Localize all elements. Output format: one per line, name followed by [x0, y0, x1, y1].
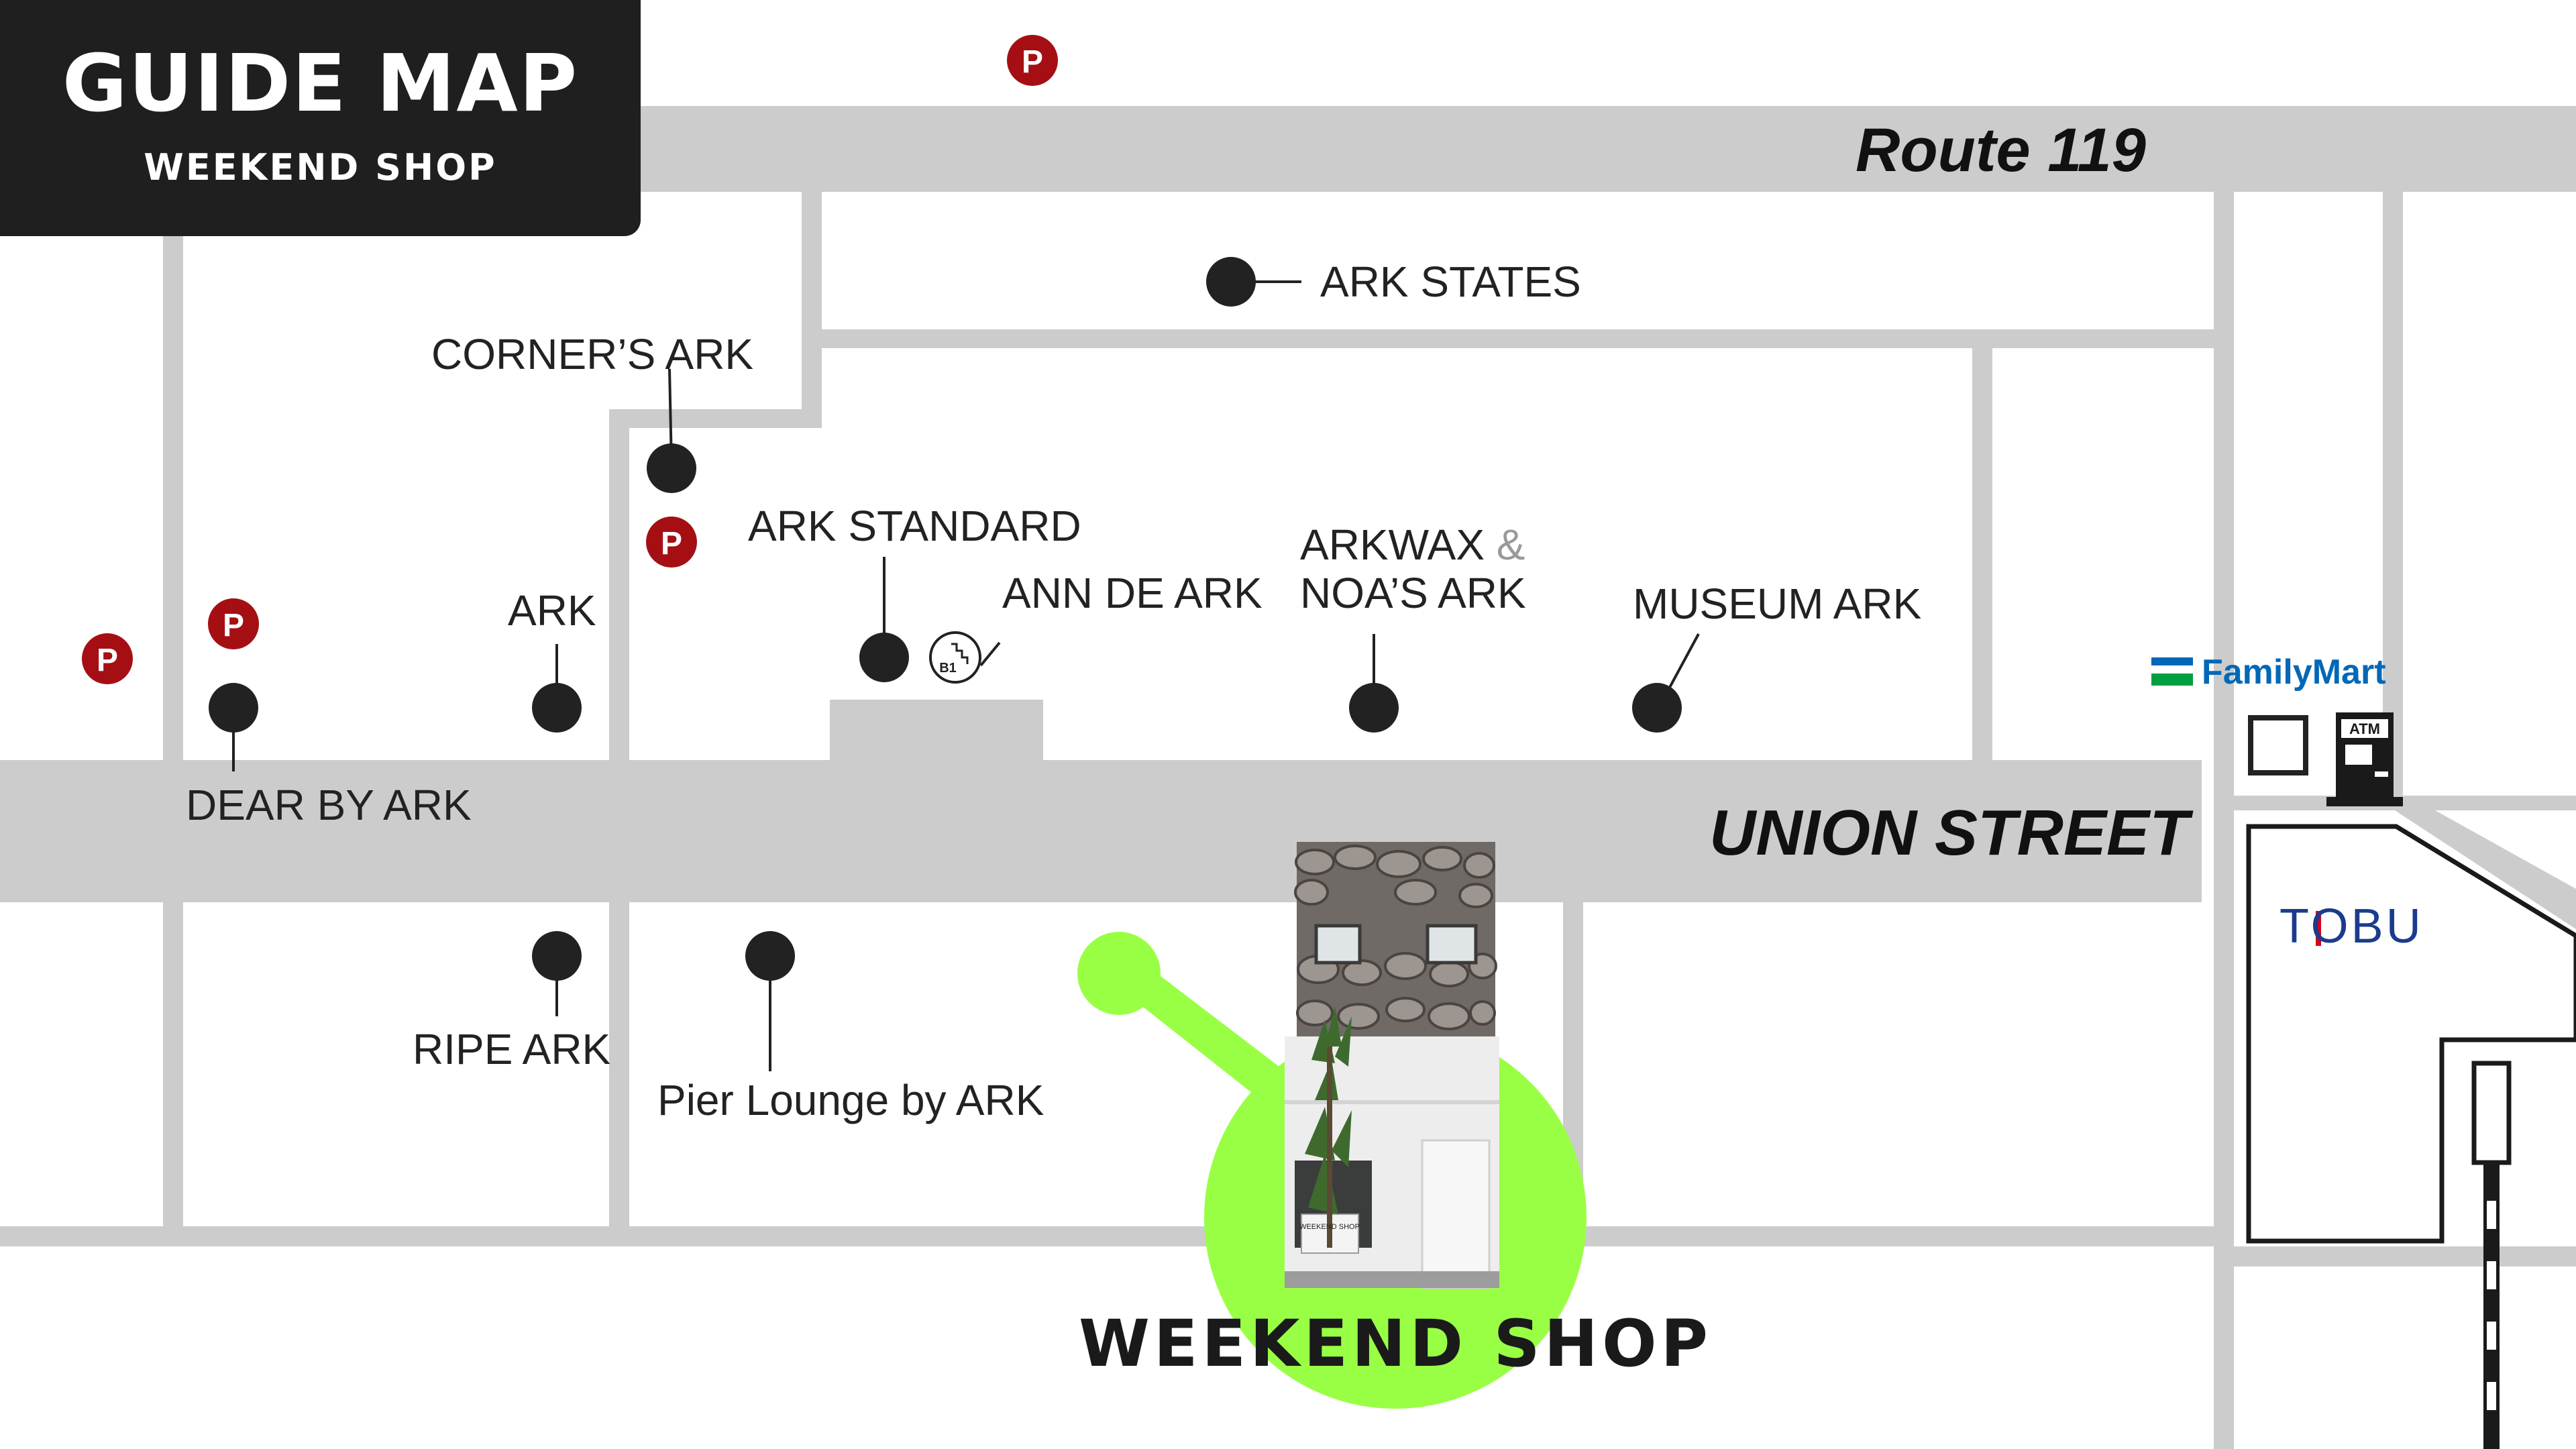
- label-ark-states[interactable]: ARK STATES: [1320, 258, 1581, 306]
- street-center: [1972, 348, 1992, 760]
- svg-text:ATM: ATM: [2349, 720, 2380, 737]
- shop-pin-icon[interactable]: [859, 633, 909, 682]
- shop-photo-sign: WEEKEND SHOP: [1299, 1223, 1360, 1231]
- label-museum-ark[interactable]: MUSEUM ARK: [1633, 580, 1922, 628]
- tobu-o-accent: [2316, 911, 2321, 946]
- label-noas-ark[interactable]: NOA’S ARK: [1300, 569, 1526, 617]
- street-west-2-upper: [802, 192, 822, 428]
- svg-text:B1: B1: [939, 661, 957, 676]
- tobu-diagonal-road: [2395, 810, 2576, 929]
- parking-markers: P P P P: [82, 35, 1058, 684]
- shop-photo: [1285, 842, 1499, 1289]
- label-ampersand: &: [1496, 521, 1525, 569]
- bottom-road: [0, 1226, 2234, 1246]
- railway-icon: [2471, 1061, 2512, 1449]
- parking-icon: P: [208, 598, 259, 649]
- svg-text:P: P: [97, 643, 118, 678]
- parking-icon: P: [646, 517, 697, 568]
- ark-standard-building: [830, 700, 1043, 761]
- familymart-logo-icon: [2151, 657, 2193, 686]
- atm-icon: ATM: [2326, 712, 2403, 806]
- shop-pin-icon[interactable]: [647, 443, 696, 493]
- parking-icon: P: [82, 633, 133, 684]
- familymart-label: FamilyMart: [2202, 653, 2386, 692]
- label-ark-standard[interactable]: ARK STANDARD: [748, 502, 1081, 550]
- label-ann-de-ark[interactable]: ANN DE ARK: [1002, 569, 1263, 617]
- street-east-a: [2214, 192, 2234, 1449]
- shop-pin-icon[interactable]: [532, 683, 582, 733]
- weekend-shop-label[interactable]: WEEKEND SHOP: [1079, 1306, 1712, 1381]
- page-title: GUIDE MAP: [62, 37, 579, 129]
- highlight-small-dot: [1077, 932, 1161, 1015]
- union-street-road: [0, 760, 2202, 902]
- street-west-2: [609, 409, 629, 1246]
- label-arkwax-name: ARKWAX: [1300, 521, 1485, 569]
- shop-pins: [209, 257, 1682, 981]
- label-ark[interactable]: ARK: [508, 586, 596, 635]
- road-network: [0, 106, 2576, 1449]
- route-119-label: Route 119: [1856, 116, 2146, 184]
- street-corner-link: [609, 409, 822, 428]
- guide-map-header: GUIDE MAP WEEKEND SHOP: [0, 0, 641, 236]
- svg-text:P: P: [1022, 44, 1043, 80]
- familymart-building: [2248, 715, 2308, 775]
- svg-text:P: P: [223, 608, 244, 643]
- label-arkwax[interactable]: ARKWAX &: [1300, 523, 1525, 566]
- label-corners-ark[interactable]: CORNER’S ARK: [431, 330, 754, 378]
- street-west-1: [163, 236, 183, 1246]
- street-tobu-top: [2234, 796, 2576, 810]
- parking-icon: P: [1007, 35, 1058, 86]
- highlight-connector: [1134, 976, 1288, 1100]
- street-east-b: [2383, 192, 2403, 796]
- svg-text:P: P: [661, 526, 682, 561]
- label-pier-lounge[interactable]: Pier Lounge by ARK: [657, 1076, 1044, 1124]
- union-street-label: UNION STREET: [1709, 797, 2189, 869]
- shop-pin-icon[interactable]: [1632, 683, 1682, 733]
- street-ark-states: [802, 329, 2234, 348]
- page-subtitle: WEEKEND SHOP: [144, 146, 497, 189]
- label-ripe-ark[interactable]: RIPE ARK: [413, 1025, 611, 1073]
- shop-pin-icon[interactable]: [209, 683, 258, 733]
- tobu-building: [2246, 824, 2576, 1244]
- shop-pin-icon[interactable]: [1349, 683, 1399, 733]
- shop-pin-icon[interactable]: [532, 931, 582, 981]
- shop-pin-icon[interactable]: [1206, 257, 1256, 307]
- street-east-bottom: [2234, 1246, 2576, 1267]
- label-dear-by-ark[interactable]: DEAR BY ARK: [186, 781, 472, 829]
- tobu-label: TOBU: [2279, 900, 2424, 953]
- shop-pin-icon[interactable]: [745, 931, 795, 981]
- stairs-icon: B1: [929, 631, 981, 684]
- route-119-road: [641, 106, 2576, 192]
